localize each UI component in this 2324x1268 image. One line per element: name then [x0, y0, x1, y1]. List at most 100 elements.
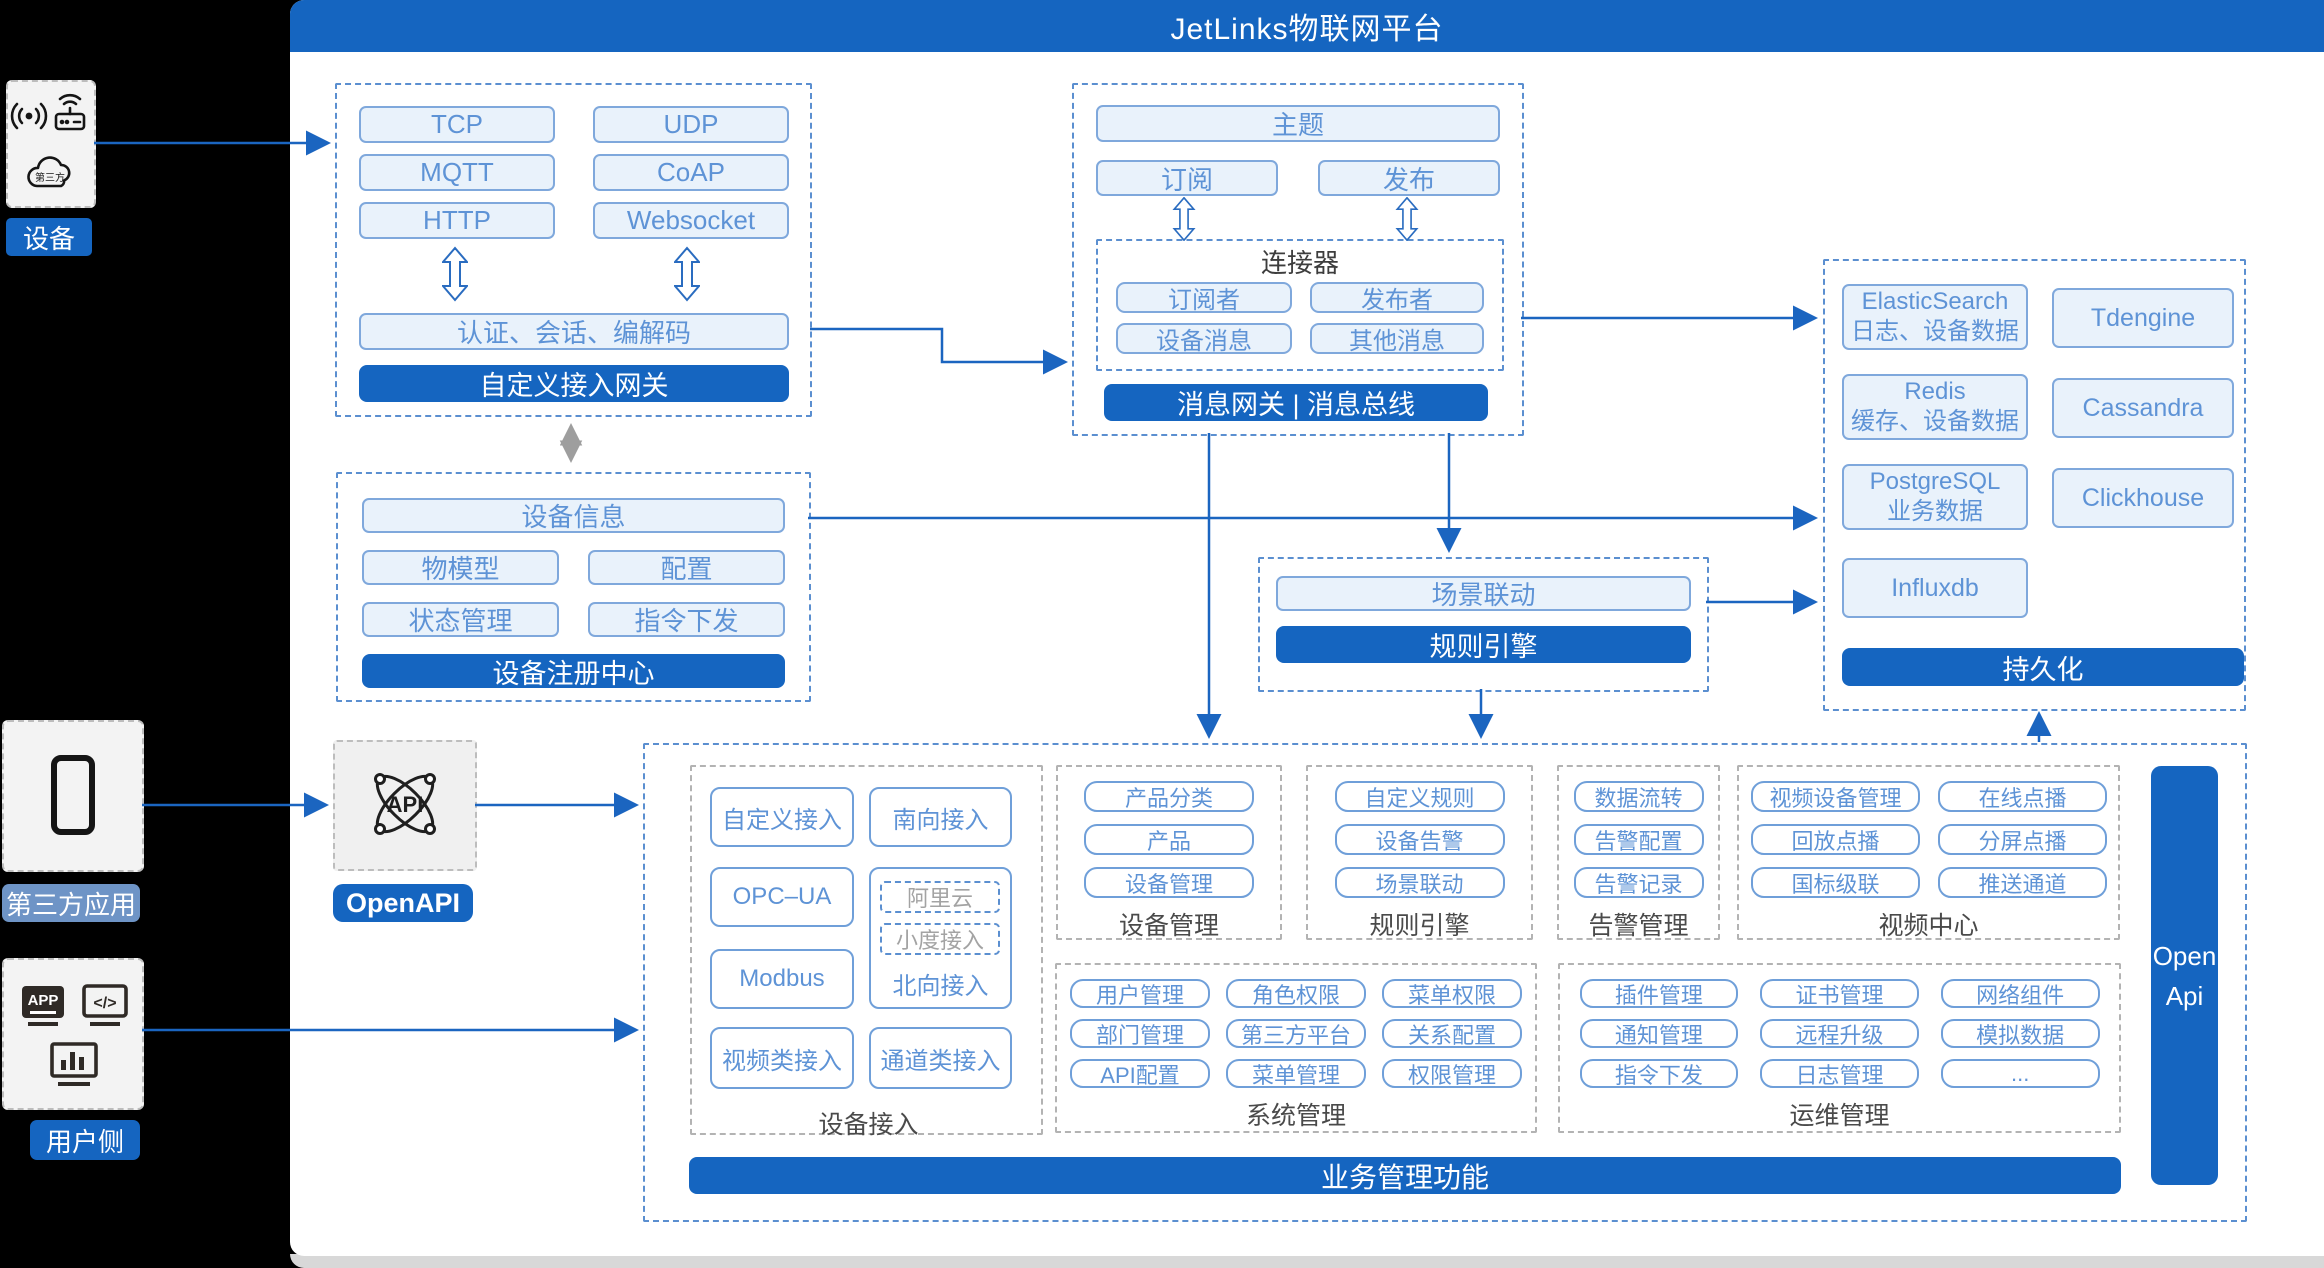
access-north-box: 阿里云 小度接入 北向接入	[869, 867, 1012, 1009]
protocol-tcp: TCP	[359, 106, 555, 143]
rule-engine-bar: 规则引擎	[1276, 626, 1691, 663]
btn-playback: 回放点播	[1751, 824, 1920, 855]
thing-model: 物模型	[362, 550, 559, 585]
protocol-coap: CoAP	[593, 154, 789, 191]
device-icon-box: 第三方	[6, 80, 96, 208]
protocol-websocket: Websocket	[593, 202, 789, 239]
third-party-side-label: 第三方应用	[2, 884, 140, 922]
btn-push-channel: 推送通道	[1938, 867, 2107, 898]
open-api-line2: Api	[2165, 980, 2204, 1011]
section-label-sys-mgmt: 系统管理	[1245, 1102, 1346, 1130]
svg-text:</>: </>	[93, 995, 116, 1012]
device-registry-box: 设备信息 物模型 配置 状态管理 指令下发 设备注册中心	[336, 472, 811, 702]
custom-gateway-box: TCP UDP MQTT CoAP HTTP Websocket 认证、会话、编…	[335, 83, 812, 417]
router-icon	[54, 93, 86, 131]
device-registry-bar: 设备注册中心	[362, 654, 785, 689]
section-rule-engine: 自定义规则 设备告警 场景联动 规则引擎	[1306, 765, 1533, 940]
btn-gb-cascade: 国标级联	[1751, 867, 1920, 898]
user-icon-box: APP </>	[2, 958, 144, 1110]
btn-user-mgmt: 用户管理	[1070, 979, 1210, 1008]
btn-network-component: 网络组件	[1940, 979, 2100, 1008]
access-video: 视频类接入	[710, 1027, 854, 1089]
other-message: 其他消息	[1310, 323, 1484, 355]
elasticsearch-box: ElasticSearch 日志、设备数据	[1842, 284, 2028, 350]
section-device-access: 自定义接入 南向接入 OPC–UA 阿里云 小度接入 北向接入 Modbus 视…	[690, 765, 1043, 1139]
btn-menu-mgmt: 菜单管理	[1226, 1059, 1366, 1088]
clickhouse-box: Clickhouse	[2052, 468, 2234, 528]
btn-alarm-record: 告警记录	[1573, 867, 1704, 898]
access-south: 南向接入	[869, 787, 1012, 847]
code-icon: </>	[82, 984, 128, 1026]
topic: 主题	[1096, 105, 1500, 142]
section-device-mgmt: 产品分类 产品 设备管理 设备管理	[1056, 765, 1282, 940]
persistence-bar: 持久化	[1842, 648, 2244, 686]
section-label-video-center: 视频中心	[1878, 912, 1979, 940]
btn-log-mgmt: 日志管理	[1760, 1059, 1919, 1088]
device-message: 设备消息	[1116, 323, 1292, 355]
btn-more: ...	[1940, 1059, 2100, 1088]
app-icon: APP	[22, 986, 64, 1026]
openapi-icon-box: API	[333, 740, 477, 871]
subscriber: 订阅者	[1116, 282, 1292, 314]
access-north: 北向接入	[892, 972, 989, 1000]
publish: 发布	[1318, 160, 1500, 196]
user-side-label: 用户侧	[30, 1120, 140, 1160]
section-label-ops-mgmt: 运维管理	[1789, 1102, 1890, 1130]
open-api-vertical-bar: Open Api	[2151, 766, 2218, 1185]
btn-video-device-mgmt: 视频设备管理	[1751, 781, 1920, 812]
protocol-mqtt: MQTT	[359, 154, 555, 191]
btn-mock-data: 模拟数据	[1940, 1019, 2100, 1048]
signal-icon	[10, 102, 48, 130]
redis-desc: 缓存、设备数据	[1851, 408, 2019, 435]
title-bar: JetLinks物联网平台	[290, 0, 2324, 52]
tdengine-box: Tdengine	[2052, 288, 2234, 348]
user-icons: APP </>	[22, 984, 128, 1086]
business-box	[643, 743, 2247, 1222]
device-side-label: 设备	[6, 218, 92, 256]
message-gateway-bar: 消息网关 | 消息总线	[1104, 384, 1488, 421]
btn-role-perm: 角色权限	[1226, 979, 1366, 1008]
btn-device-mgmt: 设备管理	[1084, 867, 1254, 898]
section-label-device-access: 设备接入	[818, 1111, 919, 1139]
access-channel: 通道类接入	[869, 1027, 1012, 1089]
command-send: 指令下发	[588, 602, 785, 637]
btn-split-screen: 分屏点播	[1938, 824, 2107, 855]
svg-text:API: API	[387, 792, 424, 817]
btn-dept-mgmt: 部门管理	[1070, 1019, 1210, 1048]
section-label-device-mgmt: 设备管理	[1118, 912, 1219, 940]
openapi-label: OpenAPI	[333, 884, 473, 922]
btn-menu-perm: 菜单权限	[1382, 979, 1522, 1008]
connector-title: 连接器	[1260, 247, 1339, 278]
connector-box: 连接器 订阅者 发布者 设备消息 其他消息	[1096, 239, 1504, 371]
btn-command-send: 指令下发	[1579, 1059, 1739, 1088]
section-sys-mgmt: 用户管理 角色权限 菜单权限 部门管理 第三方平台 关系配置 API配置 菜单管…	[1055, 963, 1537, 1133]
section-label-alarm-mgmt: 告警管理	[1588, 912, 1689, 940]
phone-icon	[51, 755, 95, 835]
third-party-cloud-icon: 第三方	[27, 156, 71, 188]
influxdb-box: Influxdb	[1842, 558, 2028, 618]
btn-data-flow: 数据流转	[1573, 781, 1704, 812]
access-xiaodu: 小度接入	[880, 923, 1000, 955]
section-label-rule-engine: 规则引擎	[1369, 912, 1470, 940]
btn-product-category: 产品分类	[1084, 781, 1254, 812]
svg-text:第三方: 第三方	[35, 171, 65, 184]
window-bottom-edge	[290, 1254, 2324, 1268]
btn-relation-config: 关系配置	[1382, 1019, 1522, 1048]
access-opcua: OPC–UA	[710, 867, 854, 927]
rule-engine-box: 场景联动 规则引擎	[1258, 557, 1709, 692]
third-party-icon-box	[2, 720, 144, 872]
config: 配置	[588, 550, 785, 585]
publisher: 发布者	[1310, 282, 1484, 314]
postgresql-name: PostgreSQL	[1869, 468, 2001, 495]
device-icons: 第三方	[10, 93, 86, 188]
access-custom: 自定义接入	[710, 787, 854, 847]
api-icon: API	[374, 773, 436, 835]
postgresql-box: PostgreSQL 业务数据	[1842, 464, 2028, 530]
btn-perm-mgmt: 权限管理	[1382, 1059, 1522, 1088]
persistence-box: ElasticSearch 日志、设备数据 Tdengine Redis 缓存、…	[1823, 259, 2246, 711]
protocol-udp: UDP	[593, 106, 789, 143]
protocol-http: HTTP	[359, 202, 555, 239]
elasticsearch-name: ElasticSearch	[1861, 288, 2009, 315]
redis-name: Redis	[1904, 378, 1966, 405]
